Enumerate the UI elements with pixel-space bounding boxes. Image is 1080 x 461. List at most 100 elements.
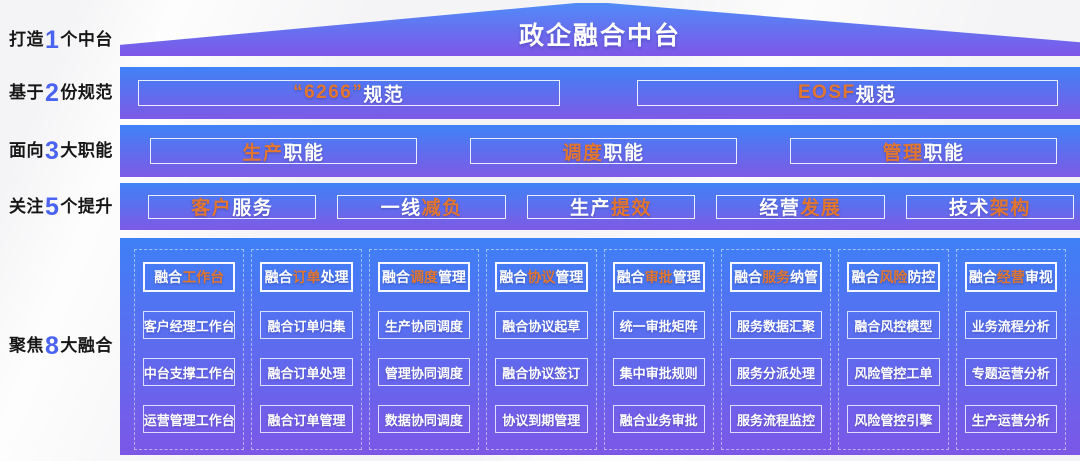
number-text: 8 [45, 332, 60, 360]
plain-text: 技术 [948, 198, 990, 219]
functions-band: 生产职能调度职能管理职能 [120, 125, 1080, 177]
accent-text: 发展 [800, 198, 842, 219]
column-item: 融合风控模型 [847, 311, 940, 339]
plain-text: 职能 [283, 142, 325, 164]
fusion-column-1: 融合工作台客户经理工作台中台支撑工作台运营管理工作台 [134, 249, 245, 450]
column-item: 生产协同调度 [377, 311, 471, 339]
fusion-column-4: 融合协议管理融合协议起草融合协议签订协议到期管理 [486, 249, 597, 450]
column-header: 融合审批管理 [612, 262, 705, 292]
fusion-column-2: 融合订单处理融合订单归集融合订单处理融合订单管理 [251, 249, 362, 450]
plain-text: 管理 [672, 269, 701, 285]
accent-text: 减负 [421, 198, 463, 219]
column-item: 融合协议签订 [495, 358, 588, 386]
number-text: 1 [45, 26, 60, 54]
column-header: 融合经营审视 [964, 262, 1057, 292]
plain-text: 融合 [499, 269, 528, 285]
accent-text: EOSF [797, 82, 856, 103]
accent-text: 订单 [292, 269, 321, 285]
plain-text: 融合 [968, 269, 997, 285]
spec-box: “6266” 规范 [138, 80, 560, 106]
roof-title: 政企融合中台 [518, 22, 681, 50]
roof-banner: 政企融合中台 [120, 3, 1080, 56]
function-box: 生产职能 [150, 138, 417, 164]
accent-text: “6266” [293, 82, 364, 103]
accent-text: 客户 [191, 198, 233, 219]
accent-text: 风险 [879, 269, 908, 285]
plain-text: 基于 [9, 83, 44, 102]
accent-text: 经营 [996, 269, 1025, 285]
column-item: 运营管理工作台 [143, 405, 236, 433]
plain-text: 防控 [907, 269, 936, 285]
plain-text: 大职能 [60, 141, 113, 160]
column-item: 风险管控工单 [847, 358, 940, 386]
column-item: 融合订单归集 [260, 311, 353, 339]
number-text: 5 [45, 193, 60, 221]
column-item: 服务数据汇聚 [729, 311, 823, 339]
plain-text: 管理 [555, 269, 584, 285]
plain-text: 职能 [603, 142, 645, 164]
column-item: 专题运营分析 [964, 358, 1057, 386]
left-label-1: 打造1个中台 [9, 28, 113, 53]
plain-text: 个中台 [60, 30, 113, 49]
fusion-column-8: 融合经营审视业务流程分析专题运营分析生产运营分析 [955, 249, 1066, 450]
improvement-box: 生产提效 [526, 194, 696, 219]
column-item: 管理协同调度 [377, 358, 471, 386]
plain-text: 规范 [855, 84, 897, 106]
column-item: 融合业务审批 [612, 405, 705, 433]
column-item: 生产运营分析 [964, 405, 1057, 433]
improvement-box: 客户服务 [148, 194, 317, 219]
fusion-column-5: 融合审批管理统一审批矩阵集中审批规则融合业务审批 [603, 249, 714, 450]
column-item: 统一审批矩阵 [612, 311, 705, 339]
plain-text: 一线 [380, 198, 422, 219]
plain-text: 个提升 [60, 197, 113, 216]
column-item: 集中审批规则 [612, 358, 705, 386]
improvement-box: 技术架构 [905, 194, 1075, 219]
column-header: 融合订单处理 [260, 262, 353, 292]
accent-text: 管理 [882, 142, 924, 164]
column-item: 服务流程监控 [729, 405, 823, 433]
fusion-column-6: 融合服务纳管服务数据汇聚服务分派处理服务流程监控 [720, 249, 832, 450]
plain-text: 经营 [759, 198, 801, 219]
plain-text: 融合 [734, 269, 763, 285]
plain-text: 处理 [320, 269, 349, 285]
plain-text: 份规范 [60, 83, 113, 102]
column-header: 融合工作台 [143, 262, 236, 292]
column-item: 业务流程分析 [964, 311, 1057, 339]
accent-text: 审批 [644, 269, 673, 285]
column-item: 数据协同调度 [377, 405, 471, 433]
plain-text: 管理 [437, 269, 466, 285]
accent-text: 协议 [527, 269, 556, 285]
improvement-box: 一线减负 [337, 194, 506, 219]
plain-text: 聚焦 [9, 336, 44, 355]
accent-text: 调度 [562, 142, 604, 164]
plain-text: 面向 [9, 141, 44, 160]
plain-text: 打造 [9, 30, 44, 49]
plain-text: 关注 [9, 197, 44, 216]
column-header: 融合调度管理 [377, 262, 471, 292]
accent-text: 提效 [611, 198, 653, 219]
column-item: 风险管控引擎 [847, 405, 940, 433]
function-box: 管理职能 [790, 138, 1057, 164]
plain-text: 规范 [363, 84, 405, 106]
improvement-box: 经营发展 [716, 194, 885, 219]
column-item: 协议到期管理 [495, 405, 588, 433]
fusion-panel: 融合工作台客户经理工作台中台支撑工作台运营管理工作台融合订单处理融合订单归集融合… [120, 238, 1080, 455]
plain-text: 融合 [154, 269, 183, 285]
plain-text: 融合 [381, 269, 410, 285]
number-text: 2 [45, 79, 60, 107]
column-header: 融合协议管理 [495, 262, 588, 292]
accent-text: 工作台 [182, 269, 225, 285]
improvements-band: 客户服务一线减负生产提效经营发展技术架构 [120, 183, 1080, 230]
column-header: 融合风险防控 [847, 262, 940, 292]
column-item: 融合订单管理 [260, 405, 353, 433]
left-label-5: 聚焦8大融合 [9, 334, 113, 359]
number-text: 3 [45, 137, 60, 165]
column-header: 融合服务纳管 [729, 262, 823, 292]
plain-text: 审视 [1024, 269, 1053, 285]
plain-text: 纳管 [790, 269, 819, 285]
column-item: 融合协议起草 [495, 311, 588, 339]
column-item: 客户经理工作台 [143, 311, 236, 339]
